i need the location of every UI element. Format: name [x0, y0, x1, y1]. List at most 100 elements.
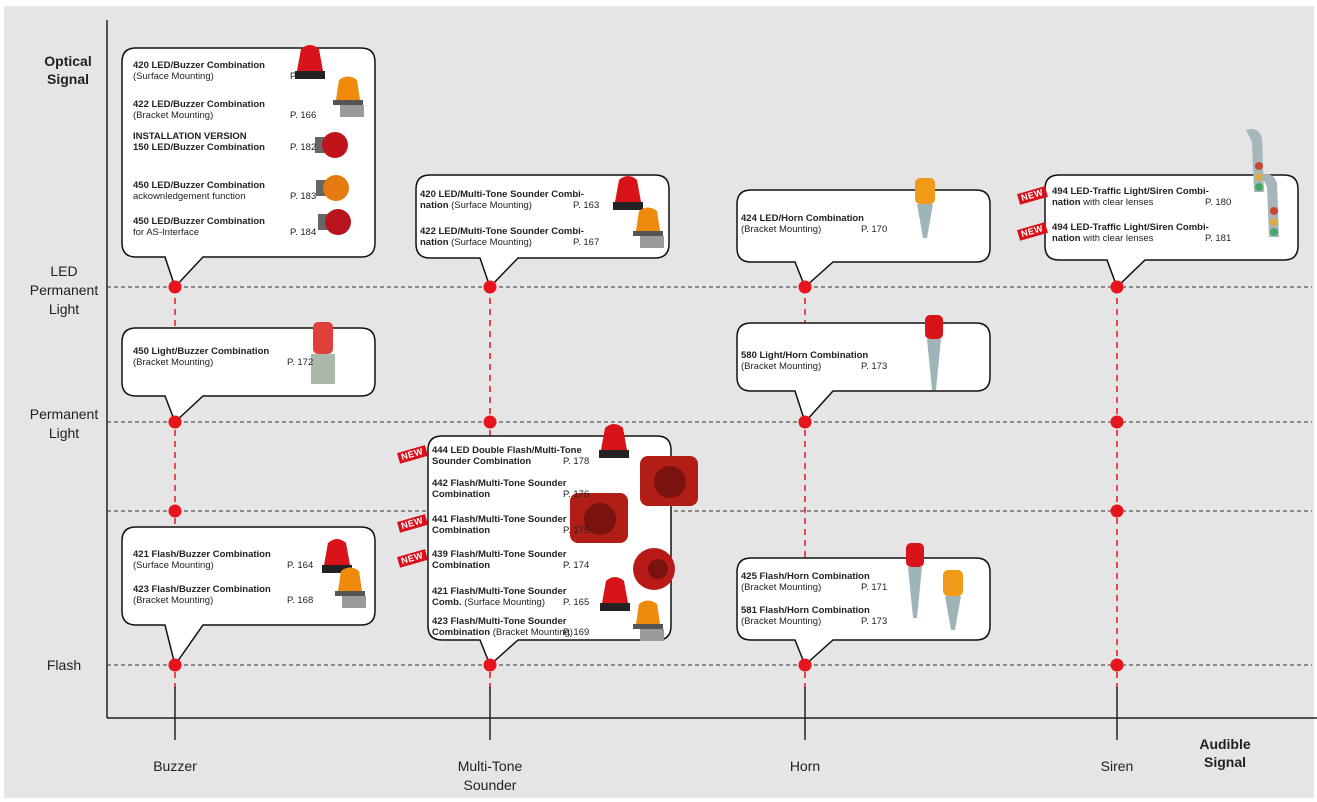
callout-bubble — [736, 189, 991, 289]
product-name-line: 580 Light/Horn Combination — [741, 350, 868, 361]
page-reference: P. 170 — [861, 224, 888, 235]
product-detail: (Bracket Mounting) — [490, 627, 573, 638]
amber-horn-photo — [915, 178, 935, 238]
product-name: 423 Flash/Multi-Tone Sounder — [432, 616, 567, 627]
page-reference: P. 175 — [563, 525, 590, 536]
y-level-label-line: Permanent — [29, 282, 99, 298]
y-level-label-line: Flash — [46, 657, 82, 673]
product-detail-line: nation with clear lenses — [1052, 233, 1209, 244]
panel-indicator-photo — [315, 132, 348, 158]
red-beacon-photo — [322, 539, 352, 573]
product-detail-line: (Bracket Mounting) — [133, 357, 269, 368]
product-detail: for AS-Interface — [133, 227, 200, 238]
product-name-line: 420 LED/Buzzer Combination — [133, 60, 265, 71]
product-detail-line: (Bracket Mounting) — [133, 110, 265, 121]
product-name-continued: Combination — [432, 489, 491, 500]
amber-beacon-photo — [633, 207, 664, 248]
product-entry: 494 LED-Traffic Light/Siren Combi-nation… — [1052, 186, 1209, 208]
product-detail-line: nation with clear lenses — [1052, 197, 1209, 208]
product-name-line: 424 LED/Horn Combination — [741, 213, 864, 224]
level-dot — [168, 658, 182, 672]
product-name-line: 442 Flash/Multi-Tone Sounder — [432, 478, 566, 489]
product-entry: 422 LED/Buzzer Combination(Bracket Mount… — [133, 99, 265, 121]
page-reference: P. 166 — [290, 110, 317, 121]
red-indicator-photo — [318, 209, 351, 235]
amber-horn-photo — [943, 570, 963, 630]
callout-bubble — [415, 174, 670, 289]
page-reference: P. 165 — [563, 597, 590, 608]
level-dot — [798, 415, 812, 429]
product-detail-line: Combination — [432, 525, 566, 536]
product-name-line: 439 Flash/Multi-Tone Sounder — [432, 549, 566, 560]
product-detail-line: (Bracket Mounting) — [741, 616, 870, 627]
level-dot — [483, 415, 497, 429]
page-reference: P. 167 — [573, 237, 600, 248]
level-dot — [1110, 280, 1124, 294]
level-dot — [1110, 658, 1124, 672]
product-name-continued: Sounder Combination — [432, 456, 532, 467]
sounder-round-photo — [633, 548, 675, 590]
page-reference: P. 184 — [290, 227, 317, 238]
traffic-light-photo — [1246, 129, 1264, 192]
product-name-line: 450 LED/Buzzer Combination — [133, 216, 265, 227]
page-reference: P. 163 — [573, 200, 600, 211]
product-name-continued: Comb. — [432, 597, 462, 608]
product-name: 422 LED/Buzzer Combination — [133, 99, 265, 110]
x-axis-title: Audible Signal — [1180, 735, 1270, 771]
product-name-line: 422 LED/Multi-Tone Sounder Combi- — [420, 226, 584, 237]
product-detail: with clear lenses — [1080, 197, 1154, 208]
page-reference: P. 172 — [287, 357, 314, 368]
level-dot — [483, 658, 497, 672]
product-name: 422 LED/Multi-Tone Sounder Combi- — [420, 226, 584, 237]
callout-bubble — [1044, 174, 1299, 289]
product-detail: (Surface Mounting) — [133, 71, 214, 82]
amber-beacon-photo — [633, 600, 664, 641]
product-detail-line: ackownledgement function — [133, 191, 265, 202]
callout-bubble — [121, 526, 376, 667]
callout-bubble — [121, 47, 376, 289]
product-detail-line: (Bracket Mounting) — [741, 224, 864, 235]
x-category-label-line: Buzzer — [153, 758, 197, 774]
level-dot — [483, 280, 497, 294]
x-category-label-line: Sounder — [463, 777, 517, 793]
product-detail-line: (Surface Mounting) — [133, 560, 271, 571]
product-name: 581 Flash/Horn Combination — [741, 605, 870, 616]
red-beacon-photo — [613, 176, 643, 210]
level-dot — [168, 280, 182, 294]
product-name: 450 Light/Buzzer Combination — [133, 346, 270, 357]
product-detail: (Surface Mounting) — [461, 597, 545, 608]
product-detail-line: nation (Surface Mounting) — [420, 237, 584, 248]
y-level-label-line: Light — [48, 425, 80, 441]
product-entry: 580 Light/Horn Combination(Bracket Mount… — [741, 350, 868, 372]
product-detail-line: Sounder Combination — [432, 456, 582, 467]
product-detail-line: (Bracket Mounting) — [741, 582, 870, 593]
product-name: 494 LED-Traffic Light/Siren Combi- — [1052, 186, 1209, 197]
page-reference: P. 176 — [563, 489, 590, 500]
product-name-line: 150 LED/Buzzer Combination — [133, 142, 265, 153]
product-name-line: 421 Flash/Buzzer Combination — [133, 549, 271, 560]
product-name: 424 LED/Horn Combination — [741, 213, 864, 224]
product-name-line: 450 LED/Buzzer Combination — [133, 180, 265, 191]
product-name-continued: nation — [420, 200, 449, 211]
product-detail: (Surface Mounting) — [133, 560, 214, 571]
y-level-label: Flash — [19, 656, 109, 675]
red-horn-photo — [925, 315, 943, 390]
page-reference: P. 173 — [861, 616, 888, 627]
product-detail-line: (Bracket Mounting) — [133, 595, 271, 606]
product-detail-line: nation (Surface Mounting) — [420, 200, 584, 211]
amber-beacon-photo — [333, 76, 364, 117]
product-name: 421 Flash/Buzzer Combination — [133, 549, 271, 560]
product-entry: 581 Flash/Horn Combination(Bracket Mount… — [741, 605, 870, 627]
product-entry: 450 Light/Buzzer Combination(Bracket Mou… — [133, 346, 269, 368]
product-name-line: 422 LED/Buzzer Combination — [133, 99, 265, 110]
x-category-label-line: Multi-Tone — [457, 758, 523, 774]
product-name: 450 LED/Buzzer Combination — [133, 216, 265, 227]
